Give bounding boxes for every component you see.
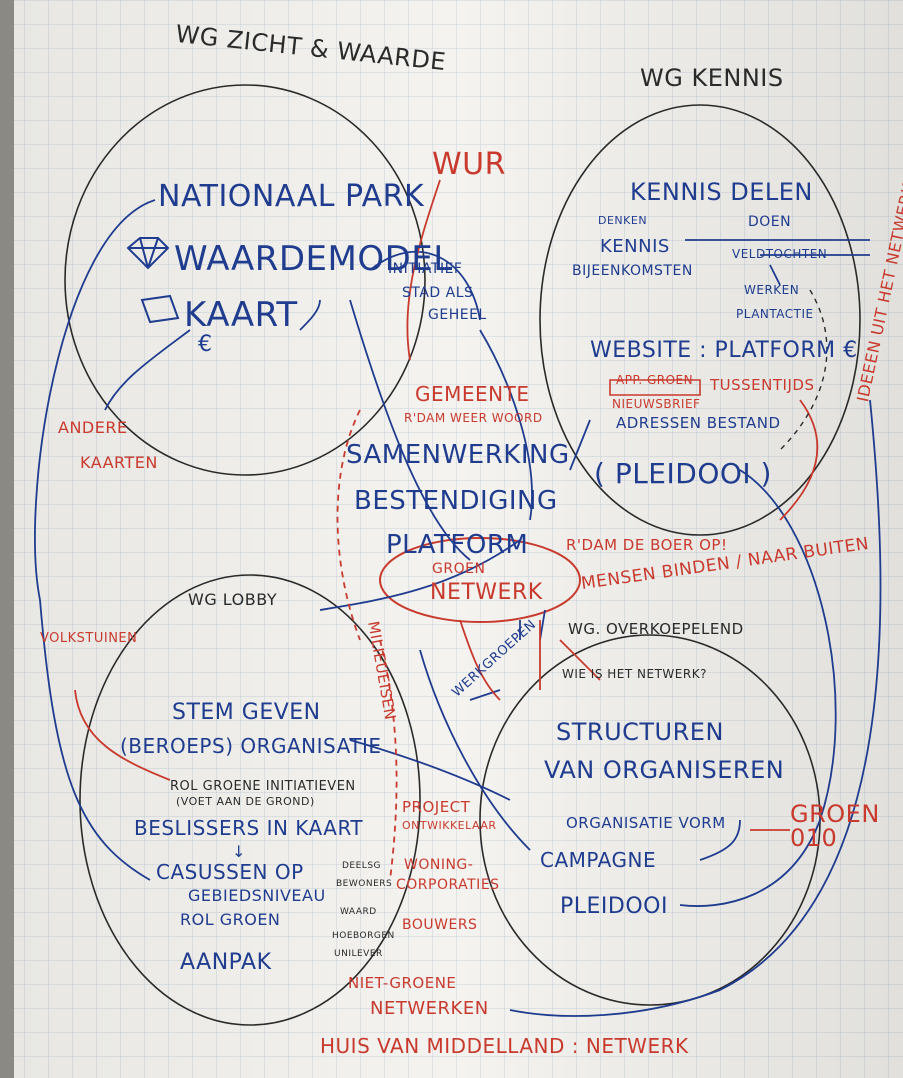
aanpak: AANPAK (180, 950, 272, 975)
stem-geven: STEM GEVEN (172, 700, 321, 725)
doen: DOEN (748, 214, 792, 230)
diamond-icon (126, 237, 170, 270)
veldtochten: VELDTOCHTEN (732, 247, 828, 261)
title-overkoepeld: WG. OVERKOEPELEND (568, 620, 744, 638)
gemeente: GEMEENTE (415, 382, 530, 406)
structuren: STRUCTUREN (556, 718, 724, 746)
huis-van-middelland: HUIS VAN MIDDELLAND : NETWERK (320, 1034, 689, 1058)
kaart-euro: € (198, 332, 213, 357)
beslissers-in-kaart: BESLISSERS IN KAART (134, 816, 364, 840)
hoeborgen: HOEBORGEN (332, 931, 395, 941)
plantactie: PLANTACTIE (736, 307, 814, 321)
tussentijds: TUSSENTIJDS (710, 376, 815, 394)
netwerken: NETWERKEN (370, 998, 489, 1019)
rol-groen: ROL GROEN (180, 910, 281, 929)
netwerk: NETWERK (430, 580, 543, 605)
kaarten: KAARTEN (80, 453, 158, 472)
groen: GROEN (432, 561, 486, 577)
app-groen: APP. GROEN (616, 373, 694, 387)
casussen-op: CASUSSEN OP (156, 860, 304, 884)
waardemodel: WAARDEMODEL (174, 239, 453, 279)
organisatie-vorm: ORGANISATIE VORM (566, 814, 726, 832)
website: WEBSITE : PLATFORM € (590, 338, 858, 363)
denken: DENKEN (598, 214, 648, 227)
campagne: CAMPAGNE (540, 848, 657, 872)
nieuwsbrief: NIEUWSBRIEF (612, 397, 701, 411)
voet-aan-de-grond: (VOET AAN DE GROND) (176, 795, 315, 808)
wie-is-het-netwerk: WIE IS HET NETWERK? (562, 667, 707, 681)
kennis-delen: KENNIS DELEN (630, 178, 813, 206)
nationaal-park: NATIONAAL PARK (158, 179, 425, 214)
stad-als: STAD ALS (402, 285, 474, 301)
rdam-de-boer-op: R'DAM DE BOER OP! (566, 536, 728, 554)
geheel: GEHEEL (428, 307, 487, 323)
initiatief: INITIATIEF (388, 261, 463, 277)
circle-zicht (64, 84, 426, 476)
bewoners: BEWONERS (336, 879, 393, 889)
andere: ANDERE (58, 418, 128, 437)
werken: WERKEN (744, 283, 800, 297)
groen-010: GROEN 010 (790, 800, 880, 852)
deelsg: DEELSG (342, 861, 382, 871)
title-kennis: WG KENNIS (640, 64, 784, 92)
waard: WAARD (340, 907, 377, 917)
ontwikkelaar: ONTWIKKELAAR (402, 819, 497, 832)
circle-kennis (539, 104, 861, 536)
map-icon (140, 294, 180, 324)
rol-groene-initiatieven: ROL GROENE INITIATIEVEN (170, 779, 356, 794)
woning: WONING- (404, 857, 474, 873)
platform: PLATFORM (386, 530, 529, 560)
volkstuinen: VOLKSTUINEN (40, 631, 138, 646)
samenwerking: SAMENWERKING (346, 440, 570, 470)
bestendiging: BESTENDIGING (354, 486, 558, 516)
circle-platform (379, 537, 581, 623)
pleidooi-overkoepeld: PLEIDOOI (560, 894, 668, 919)
lobby-arrow: ↓ (232, 842, 246, 861)
pleidooi-kennis: ( PLEIDOOI ) (594, 457, 772, 490)
circle-lobby (79, 574, 421, 1026)
bouwers: BOUWERS (402, 917, 478, 933)
kennis-bijeenkomsten-title: KENNIS (600, 236, 670, 257)
beroeps-organisatie: (BEROEPS) ORGANISATIE (120, 734, 382, 758)
title-lobby: WG LOBBY (188, 590, 278, 609)
adressen-bestand: ADRESSEN BESTAND (616, 414, 781, 432)
rdam-weer-woord: R'DAM WEER WOORD (404, 411, 543, 425)
kaart: KAART (184, 295, 298, 335)
van-organiseren: VAN ORGANISEREN (544, 756, 785, 784)
project: PROJECT (402, 798, 471, 816)
bijeenkomsten: BIJEENKOMSTEN (572, 263, 693, 279)
wur: WUR (432, 147, 506, 182)
unilever: UNILEVER (334, 949, 383, 959)
niet-groene: NIET-GROENE (348, 974, 457, 992)
gebiedsniveau: GEBIEDSNIVEAU (188, 886, 326, 905)
corporaties: CORPORATIES (396, 877, 500, 893)
